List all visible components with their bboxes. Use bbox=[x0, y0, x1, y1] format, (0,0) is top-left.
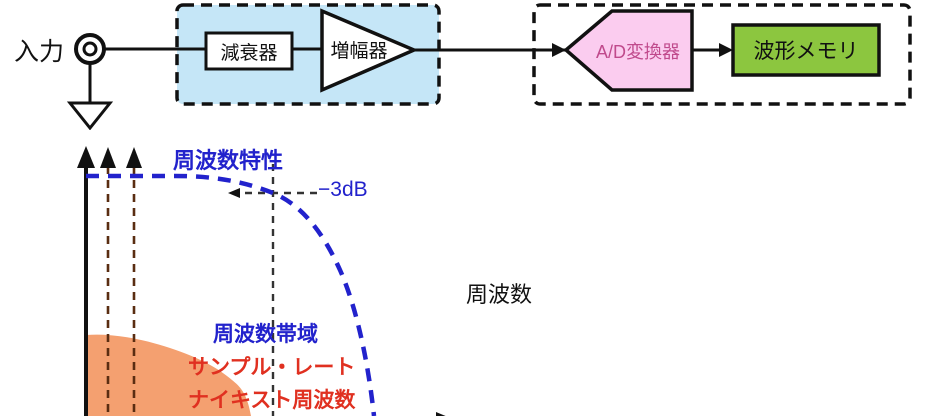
frequency-band-label: 周波数帯域 bbox=[213, 323, 318, 346]
frequency-response-chart: 周波数特性 −3dB 周波数 周波数帯域 サンプル・レート ナイキスト周波数 bbox=[0, 130, 926, 416]
nyquist-marker-arrowhead bbox=[100, 147, 116, 168]
arrowhead-to-adc bbox=[552, 43, 566, 57]
minus-3db-label: −3dB bbox=[318, 178, 368, 201]
arrowhead-to-memory bbox=[719, 43, 733, 57]
amplifier-block bbox=[320, 8, 419, 93]
input-label: 入力 bbox=[14, 38, 65, 66]
amplifier-label: 増幅器 bbox=[330, 41, 388, 62]
ground-triangle-icon bbox=[66, 101, 114, 130]
minus3db-guide-arrowhead bbox=[228, 188, 240, 198]
sample-rate-label: サンプル・レート bbox=[188, 356, 356, 379]
attenuator-block bbox=[204, 31, 294, 71]
input-terminal-inner-icon bbox=[82, 41, 98, 57]
analog-section-box bbox=[175, 3, 441, 106]
x-axis-label: 周波数 bbox=[466, 282, 533, 307]
x-axis-arrowhead bbox=[436, 412, 446, 416]
adc-label: A/D変換器 bbox=[595, 42, 680, 62]
waveform-memory-block bbox=[731, 23, 881, 77]
nyquist-frequency-label: ナイキスト周波数 bbox=[188, 389, 356, 412]
block-diagram-svg bbox=[66, 3, 912, 130]
frequency-response-curve bbox=[86, 173, 377, 416]
sample-rate-marker-arrowhead bbox=[126, 147, 142, 168]
frequency-band-area bbox=[86, 334, 251, 416]
waveform-memory-label: 波形メモリ bbox=[753, 40, 859, 63]
attenuator-label: 減衰器 bbox=[220, 42, 278, 64]
chart-title: 周波数特性 bbox=[173, 148, 284, 173]
y-axis-arrowhead bbox=[77, 146, 95, 168]
frequency-response-chart-svg bbox=[77, 146, 446, 416]
block-diagram: 入力 減衰器 増幅器 A/D変換器 波形メモリ bbox=[0, 0, 926, 130]
